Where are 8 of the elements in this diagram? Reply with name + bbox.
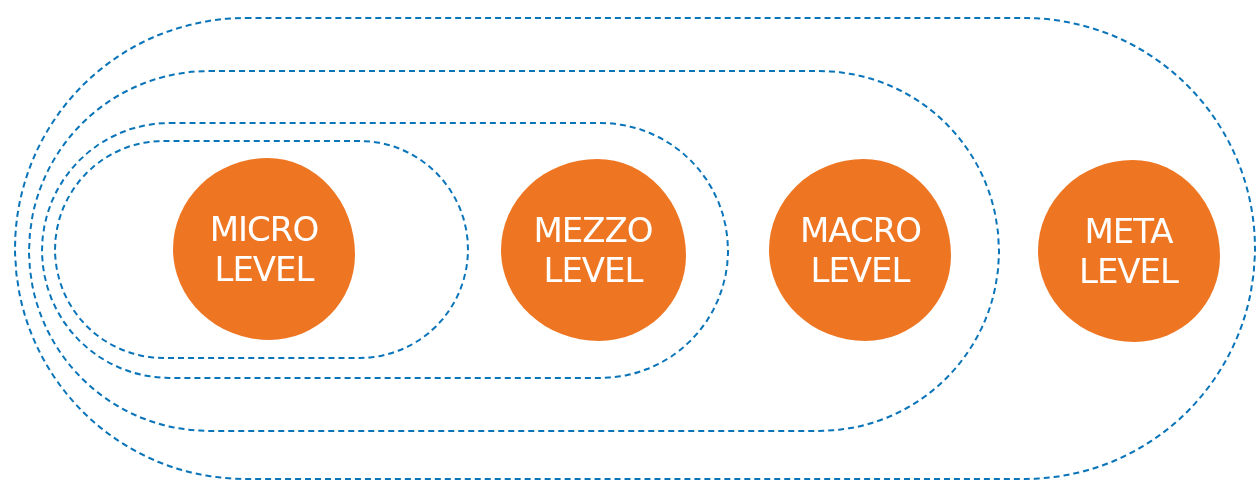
- level-label: META LEVEL: [1077, 210, 1180, 291]
- dashed-boundary: [41, 122, 729, 379]
- dashed-boundary: [53, 139, 469, 359]
- level-label: MEZZO LEVEL: [533, 209, 653, 290]
- dashed-boundary: [27, 69, 1000, 432]
- level-label: MICRO LEVEL: [208, 209, 320, 289]
- level-label: MACRO LEVEL: [800, 210, 920, 290]
- dashed-boundary: [14, 17, 1256, 480]
